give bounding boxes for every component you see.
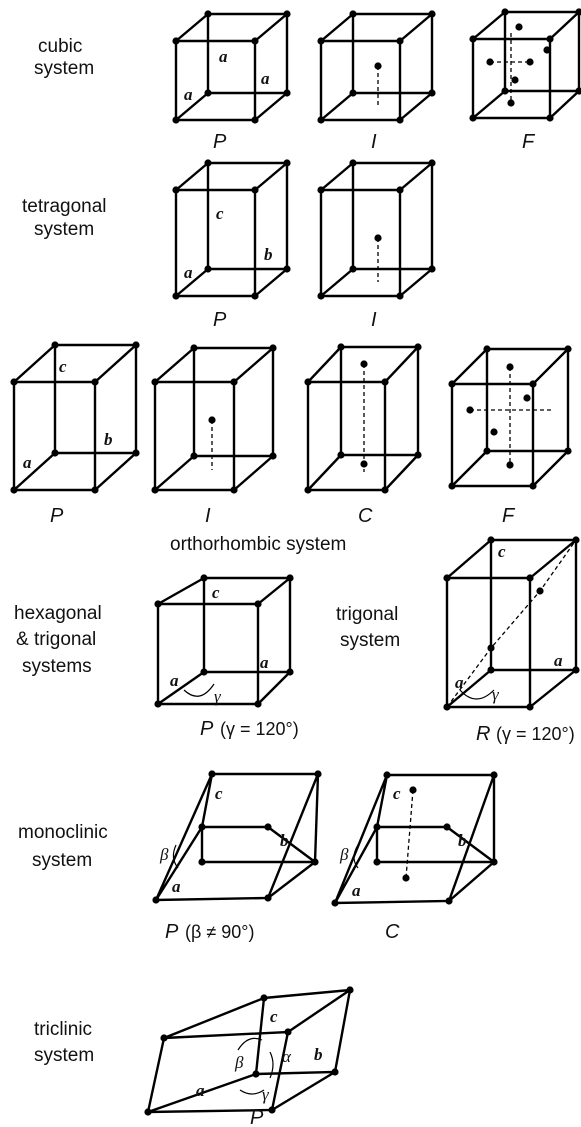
monoclinic-label-line1: monoclinic: [18, 822, 108, 843]
axis-b-label: b: [458, 831, 467, 850]
trigonal-label-line2: system: [340, 630, 400, 651]
tetragonal-system-label: tetragonal system: [22, 196, 107, 240]
trigonal-condition: (γ = 120°): [496, 724, 575, 744]
triclinic-system-label: triclinic system: [34, 1019, 94, 1066]
triclinic-label-line1: triclinic: [34, 1019, 92, 1040]
trigonal-r-label: R: [476, 723, 490, 745]
cubic-f-label: F: [522, 131, 536, 153]
axis-a-label: a: [352, 881, 361, 900]
gamma-angle-label: γ: [262, 1085, 270, 1104]
cubic-i-cell: [317, 10, 436, 124]
hexagonal-system-label: hexagonal & trigonal systems: [14, 603, 102, 677]
axis-c-label: c: [270, 1007, 278, 1026]
beta-angle-label: β: [159, 845, 169, 864]
gamma-angle-label: γ: [214, 687, 222, 706]
orthorhombic-f-label: F: [502, 505, 516, 527]
trigonal-system-label: trigonal system: [336, 604, 400, 651]
monoclinic-c-label: C: [385, 921, 400, 943]
tetragonal-label-line1: tetragonal: [22, 196, 107, 217]
monoclinic-label-line2: system: [32, 850, 92, 871]
axis-a-label: a: [170, 671, 179, 690]
axis-a-label: a: [23, 453, 32, 472]
orthorhombic-system-label: orthorhombic system: [170, 534, 346, 555]
cubic-p-label: P: [213, 131, 227, 153]
axis-a-label: a: [219, 47, 228, 66]
axis-a-label: a: [184, 263, 193, 282]
hexagonal-p-label: P: [200, 718, 214, 740]
axis-a-label: a: [554, 651, 563, 670]
hexagonal-label-line1: hexagonal: [14, 603, 102, 624]
tetragonal-p-label: P: [213, 309, 227, 331]
axis-c-label: c: [498, 542, 506, 561]
trigonal-label-line1: trigonal: [336, 604, 398, 625]
triclinic-p-cell: c β α b a γ: [144, 986, 354, 1116]
cubic-f-cell: [469, 8, 581, 122]
orthorhombic-i-label: I: [205, 505, 211, 527]
gamma-angle-label: γ: [492, 685, 500, 704]
axis-a-label: a: [260, 653, 269, 672]
monoclinic-c-cell: c β a b: [331, 771, 498, 907]
trigonal-r-caption: R (γ = 120°): [476, 723, 575, 745]
axis-b-label: b: [314, 1045, 323, 1064]
orthorhombic-c-label: C: [358, 505, 373, 527]
cubic-system-label: cubic system: [34, 36, 94, 79]
cubic-label-line2: system: [34, 58, 94, 79]
axis-c-label: c: [215, 784, 223, 803]
axis-a-label: a: [261, 69, 270, 88]
orthorhombic-f-cell: [448, 345, 572, 490]
cubic-p-cell: a a a: [172, 10, 291, 124]
monoclinic-p-label: P: [165, 921, 179, 943]
axis-b-label: b: [280, 831, 289, 850]
tetragonal-p-cell: c a b: [172, 159, 291, 300]
hexagonal-p-cell: c a a γ: [154, 574, 294, 708]
triclinic-label-line2: system: [34, 1045, 94, 1066]
trigonal-r-cell: c a a γ: [443, 536, 580, 711]
axis-a-label: a: [455, 673, 464, 692]
beta-angle-label: β: [339, 845, 349, 864]
beta-angle-label: β: [234, 1053, 244, 1072]
cubic-i-label: I: [371, 131, 377, 153]
monoclinic-p-cell: c β a b: [152, 770, 322, 904]
axis-a-label: a: [172, 877, 181, 896]
hexagonal-label-line2: & trigonal: [16, 629, 96, 650]
alpha-angle-label: α: [282, 1047, 292, 1066]
tetragonal-i-label: I: [371, 309, 377, 331]
triclinic-p-label: P: [250, 1107, 264, 1127]
axis-c-label: c: [212, 583, 220, 602]
hexagonal-p-caption: P (γ = 120°): [200, 718, 299, 740]
monoclinic-p-caption: P (β ≠ 90°): [165, 921, 254, 943]
orthorhombic-c-cell: [304, 343, 422, 494]
axis-a-label: a: [184, 85, 193, 104]
axis-c-label: c: [393, 784, 401, 803]
axis-c-label: c: [216, 204, 224, 223]
hexagonal-condition: (γ = 120°): [220, 719, 299, 739]
orthorhombic-p-cell: c a b: [10, 341, 140, 494]
orthorhombic-p-label: P: [50, 505, 64, 527]
axis-c-label: c: [59, 357, 67, 376]
hexagonal-label-line3: systems: [22, 656, 92, 677]
monoclinic-condition: (β ≠ 90°): [185, 922, 254, 942]
axis-b-label: b: [104, 430, 113, 449]
tetragonal-label-line2: system: [34, 219, 94, 240]
tetragonal-i-cell: [317, 159, 436, 300]
axis-b-label: b: [264, 245, 273, 264]
orthorhombic-i-cell: [151, 344, 277, 494]
axis-a-label: a: [196, 1081, 205, 1100]
cubic-label-line1: cubic: [38, 36, 82, 57]
monoclinic-system-label: monoclinic system: [18, 822, 108, 871]
